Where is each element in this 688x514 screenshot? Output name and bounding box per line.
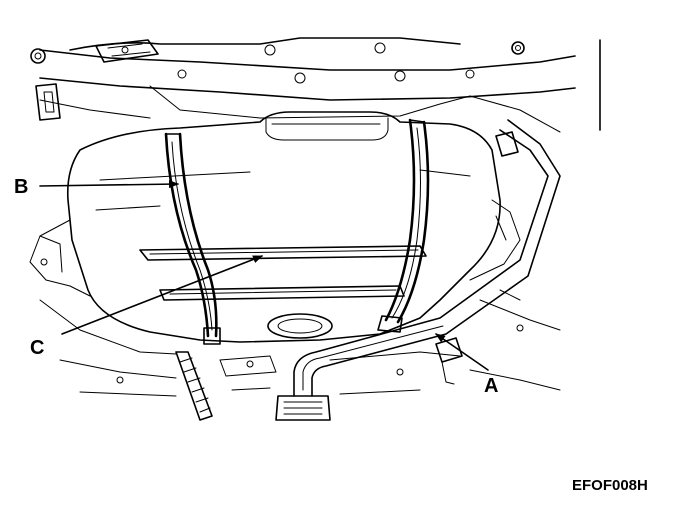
callout-a-leader <box>435 333 489 371</box>
tank-strap-left <box>164 132 221 345</box>
label-c: C <box>30 337 44 359</box>
callout-c-leader <box>61 255 263 335</box>
callouts <box>39 180 489 371</box>
right-mount <box>495 39 601 157</box>
tank-strap-right <box>377 118 430 333</box>
corrugated-hose <box>175 351 213 421</box>
fuel-tank <box>29 111 521 343</box>
figure-code: EFOF008H <box>572 477 648 494</box>
filler-tube <box>275 119 561 421</box>
label-b: B <box>14 176 28 198</box>
label-a: A <box>484 375 498 397</box>
callout-b-leader <box>39 180 179 189</box>
frame-crossmember <box>39 37 576 133</box>
lower-body <box>39 289 561 397</box>
left-mount <box>30 39 159 121</box>
